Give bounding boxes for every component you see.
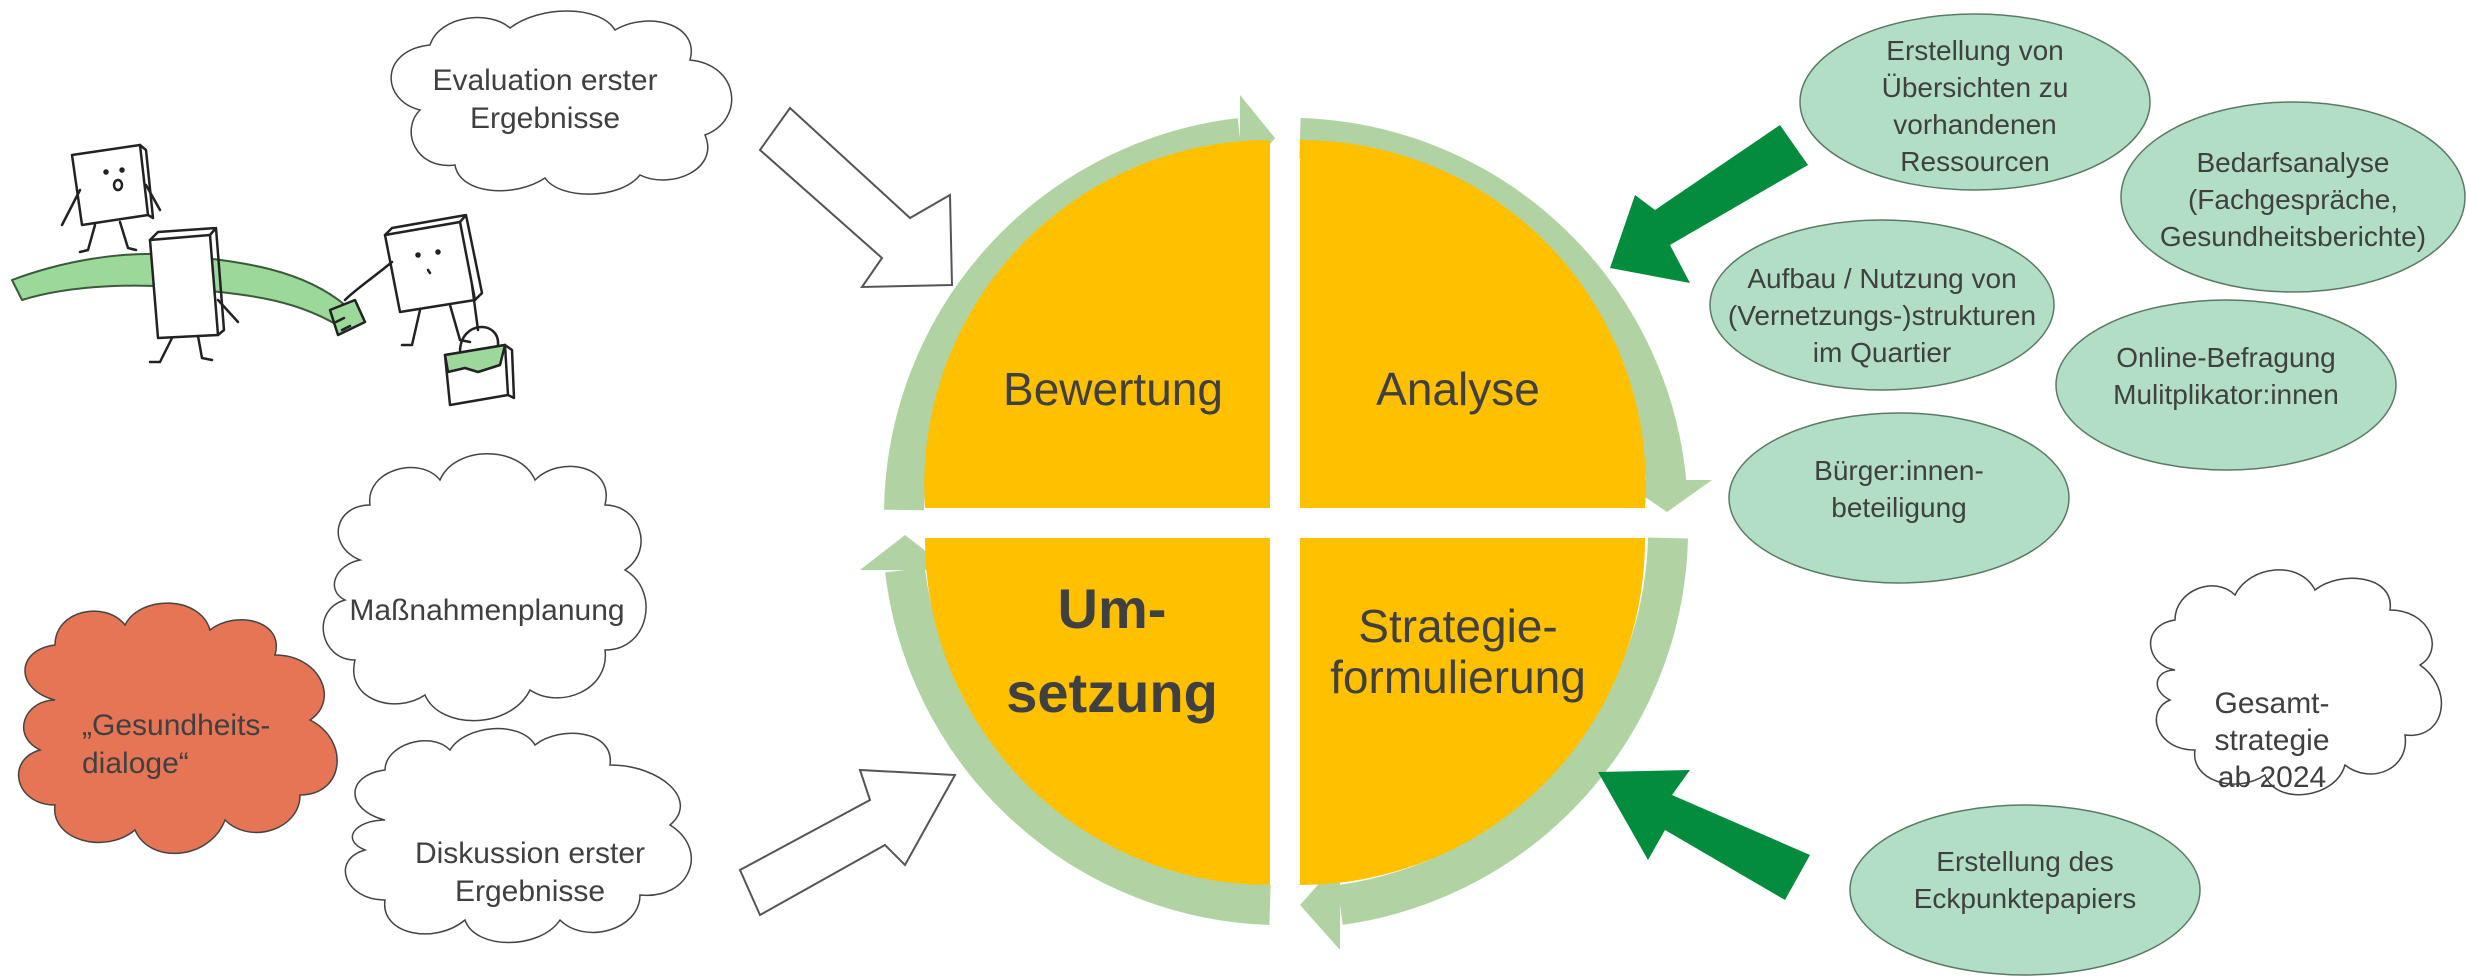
figure-3-mouth (426, 268, 432, 275)
arrow-diskussion (738, 768, 957, 917)
arrow-strategie-input (1598, 770, 1810, 900)
quadrant-strategie (1300, 538, 1646, 885)
arrow-evaluation (758, 106, 954, 289)
label-strategie-2: formulierung (1330, 651, 1586, 703)
figure-1-body (70, 143, 150, 227)
figure-3-arm-right (470, 283, 480, 332)
label-umsetzung-1: Um- (1058, 577, 1167, 640)
quadrants (924, 139, 1646, 885)
cloud-dialoge-line2: dialoge“ (82, 747, 189, 780)
cloud-dialoge (17, 602, 338, 855)
ellipse-vernetzung-line2: (Vernetzungs-)strukturen (1728, 300, 2036, 331)
quadrant-analyse (1300, 139, 1646, 508)
quadrant-bewertung (924, 139, 1270, 508)
ellipse-uebersichten-line3: vorhandenen (1893, 109, 2056, 140)
ellipse-befragung (2055, 299, 2397, 471)
cloud-diskussion-line2: Ergebnisse (455, 875, 605, 908)
label-umsetzung-2: setzung (1006, 661, 1218, 724)
ellipse-uebersichten (1799, 13, 2151, 191)
ellipse-eckpunkte-line1: Erstellung des (1936, 846, 2113, 877)
figure-3-legs (400, 303, 472, 347)
white-arrows (738, 106, 957, 917)
ellipse-bedarfsanalyse-line1: Bedarfsanalyse (2196, 147, 2389, 178)
green-arrows (1598, 125, 1810, 900)
ellipse-befragung-line2: Mulitplikator:innen (2113, 379, 2339, 410)
paint-brush (328, 298, 367, 337)
cloud-diskussion-line1: Diskussion erster (415, 837, 645, 870)
ellipse-vernetzung (1709, 219, 2055, 391)
figure-3-eye-right (435, 249, 441, 255)
cloud-massnahmen-line1: Maßnahmenplanung (349, 594, 624, 627)
label-strategie-1: Strategie- (1358, 600, 1557, 652)
figure-1-mouth (112, 178, 124, 192)
ellipse-beteiligung-line1: Bürger:innen- (1814, 455, 1984, 486)
cloud-diskussion (344, 727, 692, 944)
cloud-gesamtstrategie-line2: strategie (2214, 724, 2329, 757)
cycle-ring (884, 118, 1688, 925)
paint-bucket-side (503, 343, 516, 400)
ellipse-uebersichten-line2: Übersichten zu (1882, 72, 2069, 103)
arrow-analyse-input (1610, 125, 1808, 283)
painting-illustration (11, 143, 516, 407)
ring-arc-bottom-right (1337, 537, 1688, 925)
cloud-evaluation-line1: Evaluation erster (432, 64, 657, 97)
figure-1-eye-right (119, 167, 125, 173)
figure-2-arms (216, 298, 240, 324)
ellipse-eckpunkte (1849, 804, 2201, 976)
cloud-massnahmen (322, 453, 647, 722)
figure-1-arms (60, 183, 162, 227)
cloud-evaluation-line2: Ergebnisse (470, 102, 620, 135)
label-bewertung: Bewertung (1003, 363, 1223, 415)
ellipse-vernetzung-line1: Aufbau / Nutzung von (1747, 263, 2016, 294)
figure-3-body-side (383, 213, 484, 302)
paint-bucket-handle (458, 325, 500, 354)
figure-3-arm-left (343, 260, 394, 302)
ellipses (1709, 13, 2466, 976)
figure-2-body (148, 233, 220, 340)
ellipse-bedarfsanalyse (2120, 101, 2466, 293)
ring-arc-bottom-left (885, 567, 1271, 925)
ellipse-uebersichten-line4: Ressourcen (1900, 146, 2049, 177)
figure-1-body-side (138, 143, 155, 220)
figure-2-body-side (148, 226, 226, 337)
ellipse-befragung-line1: Online-Befragung (2116, 342, 2335, 373)
ring-arc-top-right (1299, 118, 1687, 492)
cloud-gesamtstrategie-line1: Gesamt- (2214, 687, 2329, 720)
ellipse-texts: Erstellung von Übersichten zu vorhandene… (1728, 35, 2426, 914)
figure-3-eye-left (415, 252, 421, 258)
ellipse-beteiligung (1728, 412, 2070, 584)
figure-2-legs (148, 334, 214, 364)
figure-1-eye-left (103, 169, 109, 175)
cloud-gesamtstrategie-line3: ab 2024 (2218, 761, 2326, 794)
cloud-texts: Evaluation erster Ergebnisse Maßnahmenpl… (82, 64, 2330, 908)
clouds (17, 10, 2443, 944)
figure-3-body (383, 220, 477, 314)
figure-1-legs (78, 220, 138, 254)
ellipse-eckpunkte-line2: Eckpunktepapiers (1914, 883, 2137, 914)
paint-brush-bristles (334, 316, 352, 332)
label-analyse: Analyse (1376, 363, 1540, 415)
ellipse-beteiligung-line2: beteiligung (1831, 492, 1966, 523)
ring-arc-top-left (884, 118, 1243, 511)
quadrant-umsetzung (924, 538, 1270, 885)
cloud-gesamtstrategie (2149, 569, 2443, 796)
ring-arrowheads (860, 95, 1712, 950)
cloud-dialoge-line1: „Gesundheits- (82, 709, 270, 742)
ellipse-vernetzung-line3: im Quartier (1813, 337, 1951, 368)
ellipse-bedarfsanalyse-line2: (Fachgespräche, (2188, 184, 2398, 215)
ellipse-bedarfsanalyse-line3: Gesundheitsberichte) (2160, 221, 2426, 252)
ellipse-uebersichten-line1: Erstellung von (1886, 35, 2063, 66)
cloud-evaluation (390, 10, 733, 195)
